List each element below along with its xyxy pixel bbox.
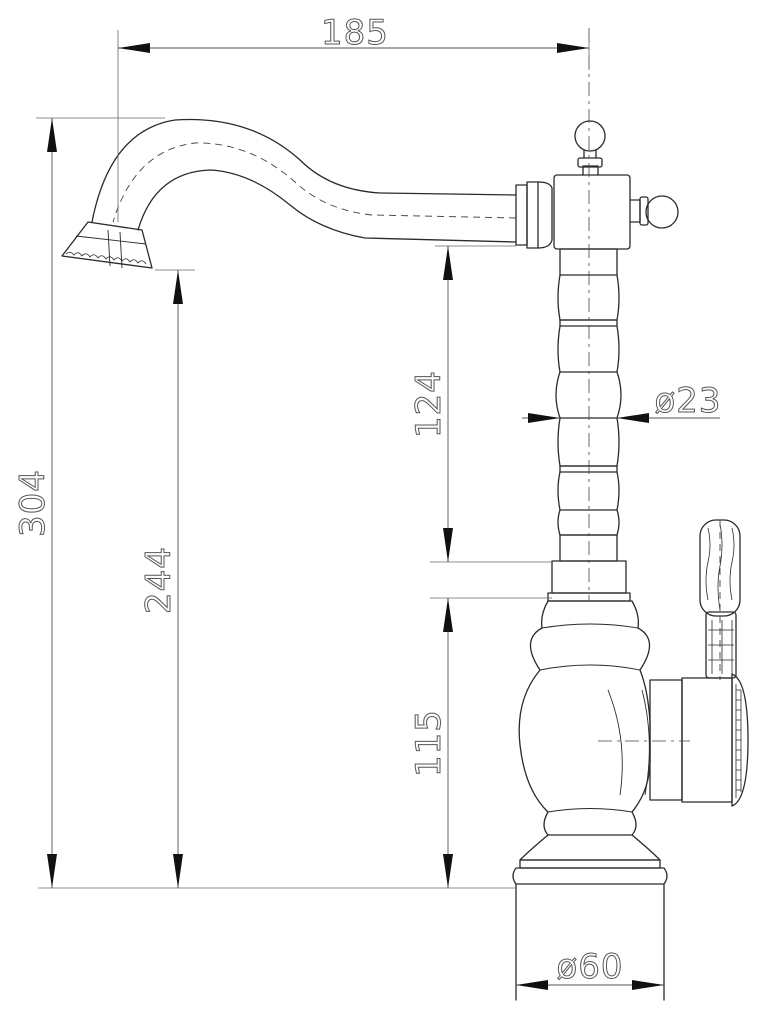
dimension-lines	[36, 30, 720, 990]
dim-lower-body-height: 115	[409, 709, 449, 777]
spout	[91, 118, 517, 243]
body	[518, 600, 651, 836]
aerator	[61, 221, 153, 269]
dim-neck-diameter: ø23	[654, 381, 721, 421]
spout-collar	[515, 181, 553, 249]
center-lines	[588, 28, 690, 742]
dim-upper-body-height: 124	[409, 370, 449, 438]
dim-spout-reach: 185	[321, 13, 389, 53]
side-handle	[649, 519, 749, 807]
dim-total-height: 304	[13, 469, 53, 537]
column	[555, 248, 622, 562]
top-cap	[553, 120, 679, 250]
faucet-outline	[61, 28, 749, 1001]
dim-base-diameter: ø60	[556, 947, 623, 987]
dim-spout-height: 244	[139, 546, 179, 614]
base	[512, 834, 668, 1001]
